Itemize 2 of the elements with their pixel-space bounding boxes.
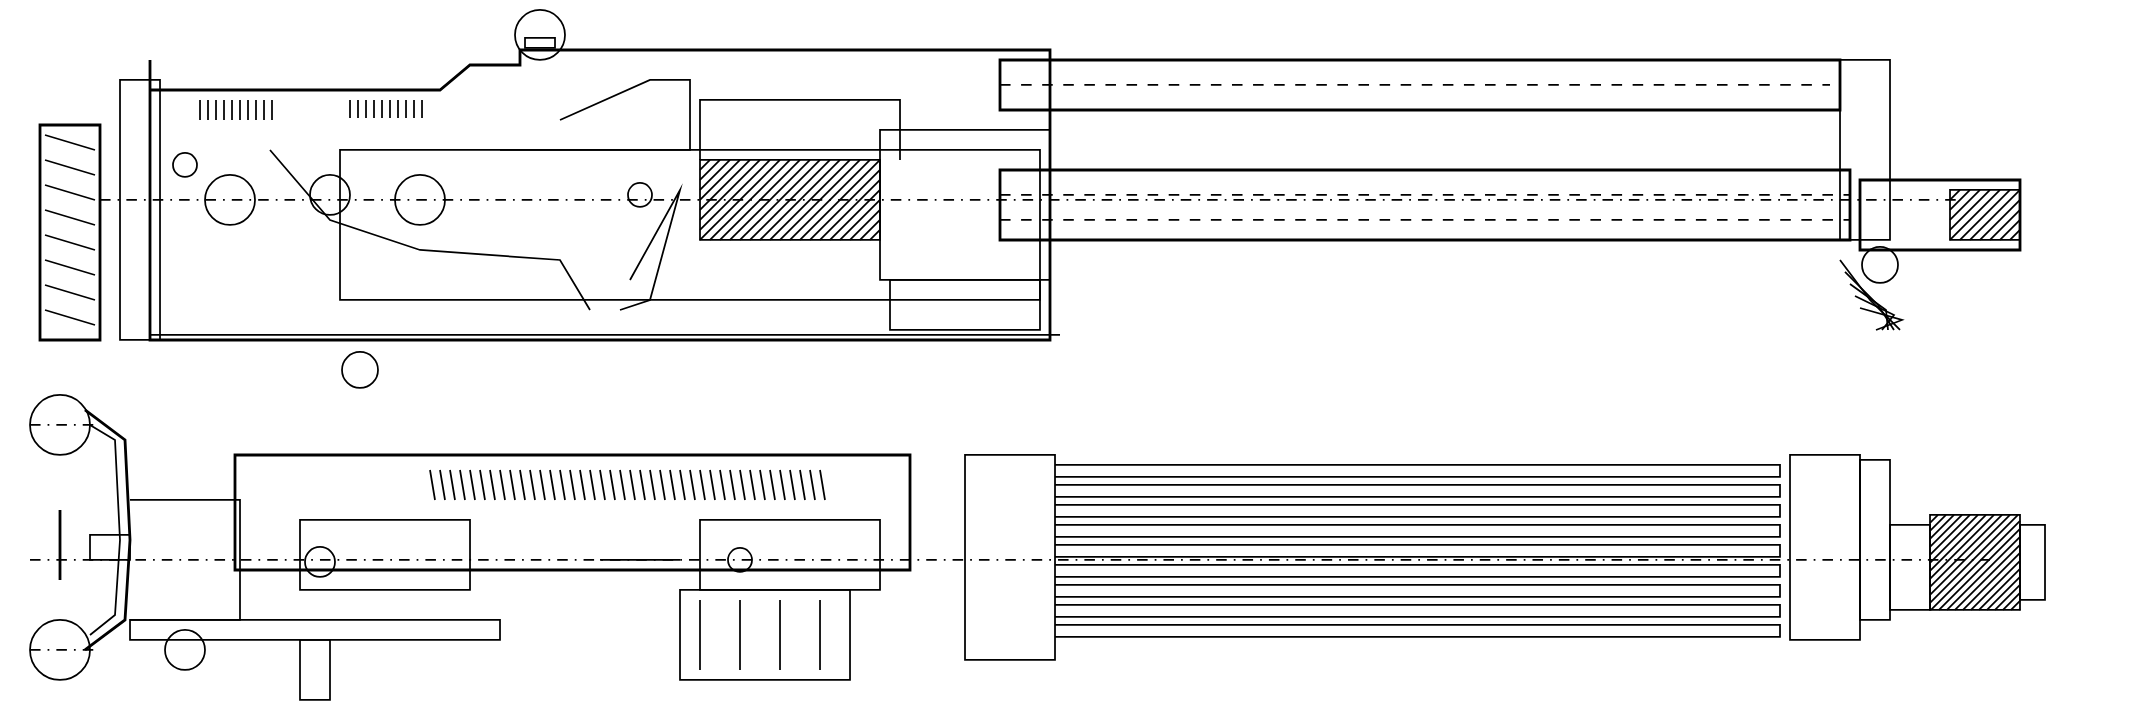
gun-drawing [38,9,2022,389]
gun-drawing [29,394,2046,701]
